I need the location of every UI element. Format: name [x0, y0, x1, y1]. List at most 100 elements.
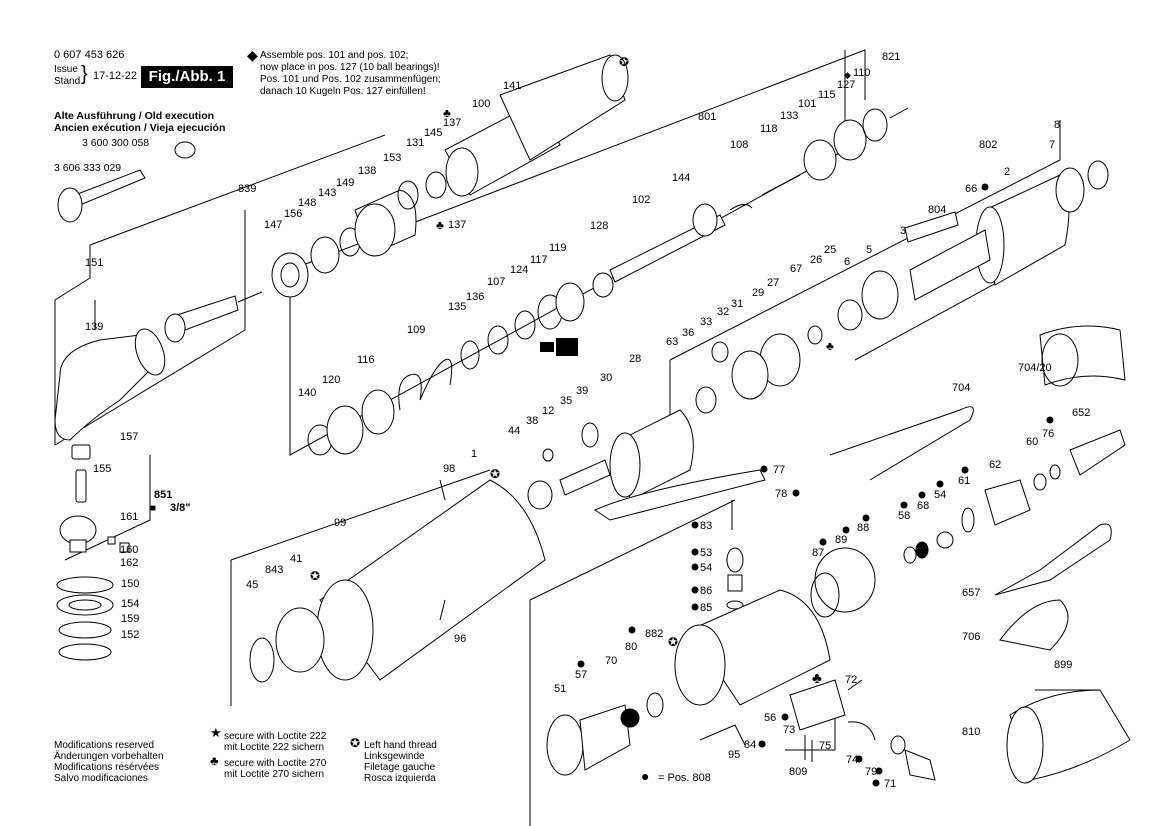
- callout-2: 2: [1004, 166, 1010, 178]
- brace: }: [81, 63, 88, 85]
- ring-107: [514, 310, 536, 340]
- callout-124: 124: [510, 264, 528, 276]
- carrier-29: [731, 350, 769, 400]
- callout-31: 31: [731, 298, 743, 310]
- guide-line-lower-802: [854, 269, 1021, 361]
- shaft-tip: [237, 291, 263, 303]
- callout-839: 839: [238, 183, 256, 195]
- callout-74: 74: [846, 754, 858, 766]
- callout-116: 116: [357, 354, 375, 366]
- valve-71: [904, 749, 936, 781]
- bearing-6: [837, 299, 863, 331]
- vane-804: [904, 211, 959, 243]
- ring-76: [1049, 464, 1061, 480]
- old-part-a: 3 600 300 058: [82, 137, 150, 149]
- handle-housing-face: [674, 624, 726, 706]
- callout-30: 30: [600, 372, 612, 384]
- callout-83: 83: [700, 520, 712, 532]
- callout-101: 101: [798, 98, 816, 110]
- bullet-icon: [862, 514, 870, 522]
- ring-153: [397, 180, 419, 210]
- callout-32: 32: [717, 306, 729, 318]
- pos-808-note: = Pos. 808: [658, 772, 711, 784]
- callout-67: 67: [790, 263, 802, 275]
- callout-160: 160: [120, 544, 138, 556]
- callout-38: 38: [526, 415, 538, 427]
- callout-7: 7: [1049, 139, 1055, 151]
- callout-140: 140: [298, 387, 316, 399]
- sleeve-704-20-face: [1041, 333, 1079, 387]
- callout-84: 84: [744, 739, 756, 751]
- assembly-note-line: danach 10 Kugeln Pos. 127 einfüllen!: [260, 86, 426, 97]
- bullet-icon: [981, 183, 989, 191]
- handle-housing: [689, 589, 831, 706]
- callout-159: 159: [121, 613, 139, 625]
- callout-36: 36: [682, 327, 694, 339]
- modifications-line: Modifications reserved: [54, 740, 155, 751]
- callout-704: 704: [952, 382, 970, 394]
- callout-76: 76: [1042, 428, 1054, 440]
- spring-74: [847, 721, 876, 741]
- modifications-line: Salvo modificaciones: [54, 773, 148, 784]
- callout-57: 57: [575, 669, 587, 681]
- left-thread-note: Left hand thread Linksgewinde Filetage g…: [364, 740, 437, 784]
- callout-810: 810: [962, 726, 980, 738]
- bullet-icon: [628, 626, 636, 634]
- loctite-222-line: secure with Loctite 222: [224, 731, 327, 742]
- assembly-note-line: now place in pos. 127 (10 ball bearings)…: [260, 62, 440, 73]
- callout-133: 133: [780, 110, 798, 122]
- old-bevel-gear: [57, 187, 83, 223]
- ring-60: [1033, 473, 1047, 491]
- ring-12: [542, 448, 554, 462]
- bullet-icon: [758, 740, 766, 748]
- issue-label: Issue: [54, 64, 78, 75]
- callout-labels: 851 3/8" 151 139 157 155 161 160 162 150…: [85, 51, 1090, 790]
- ring-131: [425, 171, 447, 199]
- bullet-icon: [781, 713, 789, 721]
- callout-25: 25: [824, 244, 836, 256]
- spring-706: [999, 599, 1069, 651]
- assembly-note-line: Pos. 101 und Pos. 102 zusammenfügen;: [260, 74, 441, 85]
- club-icon: ♣: [812, 670, 822, 687]
- callout-107: 107: [487, 276, 505, 288]
- spring-53: [726, 547, 744, 573]
- housing-141-end: [601, 54, 629, 102]
- ring-61: [961, 507, 975, 533]
- plate-7: [1055, 167, 1085, 213]
- callout-156: 156: [284, 208, 302, 220]
- ring-135: [460, 340, 480, 370]
- callout-821: 821: [882, 51, 900, 63]
- ring-110: [862, 108, 888, 142]
- bullet-icon: [691, 563, 699, 571]
- ring-85: [726, 600, 744, 610]
- callout-119: 119: [549, 242, 567, 254]
- guide-line-top: [289, 49, 866, 271]
- callout-56: 56: [764, 712, 776, 724]
- old-part-b: 3 606 333 029: [54, 162, 122, 174]
- callout-26: 26: [810, 254, 822, 266]
- callout-35: 35: [560, 395, 572, 407]
- label-plate-b: [556, 338, 578, 356]
- gear-35: [581, 422, 599, 448]
- ring-159: [58, 621, 112, 639]
- ball-70: [620, 708, 640, 728]
- bullet-icon: [691, 586, 699, 594]
- callout-128: 128: [590, 220, 608, 232]
- callout-151: 151: [85, 257, 103, 269]
- callout-33: 33: [700, 316, 712, 328]
- loctite-270-line: secure with Loctite 270: [224, 758, 327, 769]
- label-leaders: [439, 479, 446, 621]
- callout-98: 98: [443, 463, 455, 475]
- bearing-148: [310, 236, 340, 274]
- angle-head-ring: [134, 328, 166, 376]
- spring-108: [729, 204, 753, 211]
- callout-87: 87: [812, 547, 824, 559]
- sleeve-704-20: [1039, 325, 1126, 386]
- callout-137b: 137: [448, 219, 466, 231]
- bearing-147: [271, 252, 309, 298]
- clutch-133: [803, 139, 837, 181]
- callout-108: 108: [730, 139, 748, 151]
- callout-5: 5: [866, 244, 872, 256]
- callout-149: 149: [336, 177, 354, 189]
